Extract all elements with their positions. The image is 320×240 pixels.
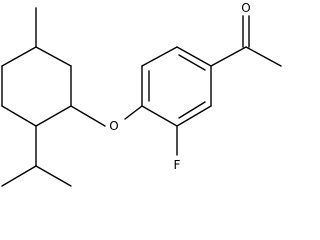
benzene-ring [141,46,212,127]
bond-ring-oxygen [70,105,106,127]
bond-isopropyl-methyl-left [1,165,37,187]
bond-oxygen-aryl [124,105,143,120]
bond-aryl-double-inner-2 [178,54,206,71]
acetyl-group [210,15,282,67]
bond-aryl-6-1 [141,105,178,127]
atom-label-carbonyl-oxygen: O [241,1,250,15]
bond-aryl-carbonyl [210,46,247,67]
bond-aryl-5-6 [176,105,212,127]
fluorine-label: F [174,158,181,172]
bond-ring-c4-c5 [35,105,72,127]
cyclohexane-ring [1,46,72,127]
bond-ring-c1-c2 [1,46,37,67]
bond-carbonyl-methyl [245,46,282,67]
carbonyl-oxygen-label: O [241,1,250,15]
isopropyl-group [1,125,72,187]
bond-aryl-double-inner-3 [178,101,206,119]
ether-oxygen-label: O [109,119,118,133]
bond-isopropyl-methyl-right [35,165,72,187]
atom-label-ether-oxygen: O [109,119,118,133]
bond-ring-c3-c4 [1,105,37,127]
bond-aryl-2-3 [141,46,178,67]
structure-diagram: O O F [1,1,282,187]
bond-aryl-3-4 [176,46,212,67]
atom-label-fluorine: F [174,158,181,172]
bond-ring-c6-c1 [35,46,72,67]
